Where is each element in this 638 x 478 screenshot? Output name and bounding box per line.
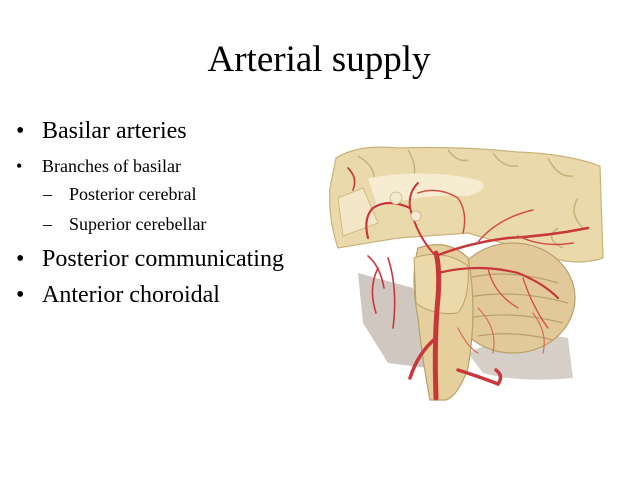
brainstem-arteries-illustration xyxy=(329,146,604,401)
bullet-mark: • xyxy=(16,282,25,308)
sub-bullet-text: Posterior cerebral xyxy=(69,184,197,204)
bullet-list: • Basilar arteries • Branches of basilar… xyxy=(16,117,284,309)
arteries xyxy=(347,167,590,401)
bullet-mark: • xyxy=(16,246,25,272)
vertebral-artery-right xyxy=(456,368,503,387)
superior-cerebellar-artery xyxy=(436,266,560,300)
bullet-text: Branches of basilar xyxy=(42,156,181,176)
cortical-branches xyxy=(347,167,396,329)
sub-bullet-posterior-cerebral: – Posterior cerebral xyxy=(43,183,196,205)
posterior-cerebral-artery xyxy=(434,226,590,258)
bullet-mark: • xyxy=(16,118,25,144)
sub-bullet-superior-cerebellar: – Superior cerebellar xyxy=(43,213,206,235)
bullet-text: Posterior communicating xyxy=(42,246,284,272)
dura-background xyxy=(358,273,428,368)
bullet-text: Basilar arteries xyxy=(42,118,187,144)
gyri-lines xyxy=(357,149,584,249)
slide-title: Arterial supply xyxy=(207,39,431,80)
cerebellar-surface-vessels xyxy=(457,307,545,354)
pineal-body xyxy=(410,210,422,222)
cut-surface xyxy=(337,187,379,237)
cerebellar-folia xyxy=(462,273,569,341)
superior-cerebellar-branch xyxy=(487,267,549,329)
posterior-cerebral-branch xyxy=(477,209,574,246)
mammillary-body xyxy=(389,191,403,205)
bullet-branches-of-basilar: • Branches of basilar xyxy=(16,155,181,177)
pons xyxy=(413,253,469,314)
vertebral-artery-left xyxy=(408,336,438,380)
sub-bullet-text: Superior cerebellar xyxy=(69,214,207,234)
bullet-text: Anterior choroidal xyxy=(42,282,220,308)
basilar-artery xyxy=(432,250,442,401)
bullet-basilar-arteries: • Basilar arteries xyxy=(16,117,187,145)
sub-bullet-mark: – xyxy=(43,184,52,204)
bullet-mark: • xyxy=(16,156,23,176)
bullet-anterior-choroidal: • Anterior choroidal xyxy=(16,281,220,309)
bullet-posterior-communicating: • Posterior communicating xyxy=(16,245,284,273)
sub-bullet-mark: – xyxy=(43,214,52,234)
anterior-choroidal-artery xyxy=(417,189,466,234)
